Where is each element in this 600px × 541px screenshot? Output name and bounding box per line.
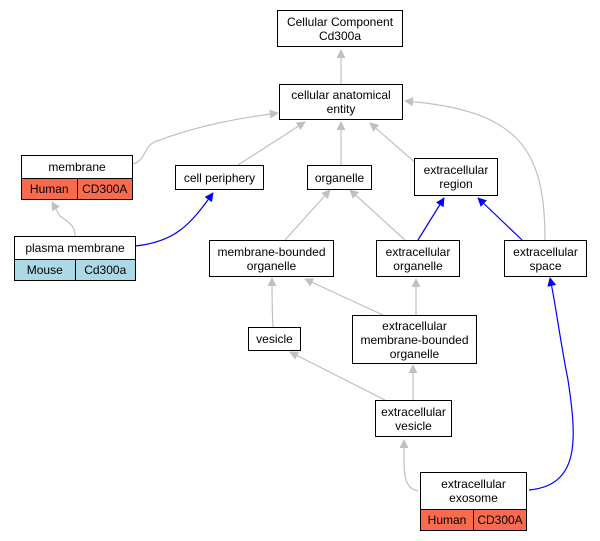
- edge-space-anatomical: [404, 97, 546, 241]
- edge-exosome-space: [528, 277, 574, 491]
- node-cellular-component-label: Cellular Component Cd300a: [286, 14, 394, 43]
- membrane-gene: CD300A: [76, 179, 132, 199]
- node-extracellular-membrane-bounded-organelle-label: extracellular membrane-bounded organelle: [360, 318, 469, 361]
- node-extracellular-organelle[interactable]: extracellular organelle: [376, 240, 460, 277]
- edge-mbo-organelle: [284, 189, 331, 241]
- edge-exosome-extravesicle: [399, 439, 419, 492]
- node-cell-periphery[interactable]: cell periphery: [175, 165, 264, 190]
- node-extracellular-region[interactable]: extracellular region: [414, 158, 498, 196]
- node-cell-periphery-label: cell periphery: [183, 170, 256, 185]
- edge-plasma-periphery: [134, 192, 214, 247]
- edge-extraorg-organelle: [349, 189, 406, 241]
- node-plasma-membrane-title: plasma membrane: [15, 237, 135, 260]
- edge-periphery-anatomical: [237, 121, 306, 166]
- node-extracellular-space[interactable]: extracellular space: [504, 240, 587, 277]
- node-plasma-membrane[interactable]: plasma membrane Mouse Cd300a: [14, 236, 136, 281]
- node-extracellular-membrane-bounded-organelle[interactable]: extracellular membrane-bounded organelle: [352, 315, 477, 364]
- edge-plasma-membrane: [51, 201, 76, 237]
- node-extracellular-vesicle[interactable]: extracellular vesicle: [375, 400, 452, 437]
- edge-membrane-anatomical: [129, 109, 279, 166]
- node-extracellular-organelle-label: extracellular organelle: [385, 244, 451, 273]
- node-membrane-bounded-organelle[interactable]: membrane-bounded organelle: [209, 240, 334, 277]
- node-cellular-component[interactable]: Cellular Component Cd300a: [277, 10, 403, 47]
- node-membrane-bounded-organelle-label: membrane-bounded organelle: [217, 244, 326, 273]
- edge-region-anatomical: [369, 122, 419, 166]
- node-vesicle-label: vesicle: [256, 332, 293, 346]
- exosome-gene: CD300A: [473, 510, 526, 530]
- node-organelle-label: organelle: [314, 170, 365, 185]
- node-extracellular-exosome-title: extracellular exosome: [421, 473, 526, 510]
- node-extracellular-region-label: extracellular region: [423, 163, 489, 191]
- plasma-gene: Cd300a: [74, 260, 135, 280]
- plasma-species-mouse: Mouse: [15, 260, 75, 280]
- node-membrane[interactable]: membrane Human CD300A: [21, 155, 133, 200]
- edge-emb-mbo: [304, 278, 386, 317]
- node-cellular-anatomical-entity-label: cellular anatomical entity: [291, 88, 391, 116]
- edge-space-region: [477, 197, 523, 241]
- edge-extravesicle-vesicle: [289, 351, 386, 401]
- edge-extraorg-region: [417, 197, 445, 241]
- node-extracellular-exosome[interactable]: extracellular exosome Human CD300A: [420, 472, 527, 531]
- edge-vesicle-mbo: [267, 277, 277, 328]
- node-extracellular-space-label: extracellular space: [513, 244, 578, 273]
- node-membrane-title: membrane: [22, 156, 132, 179]
- exosome-species-human: Human: [421, 510, 473, 530]
- node-cellular-anatomical-entity[interactable]: cellular anatomical entity: [279, 84, 403, 120]
- node-extracellular-vesicle-label: extracellular vesicle: [381, 404, 446, 433]
- node-vesicle[interactable]: vesicle: [248, 327, 301, 351]
- membrane-species-human: Human: [22, 179, 77, 199]
- node-organelle[interactable]: organelle: [307, 165, 372, 190]
